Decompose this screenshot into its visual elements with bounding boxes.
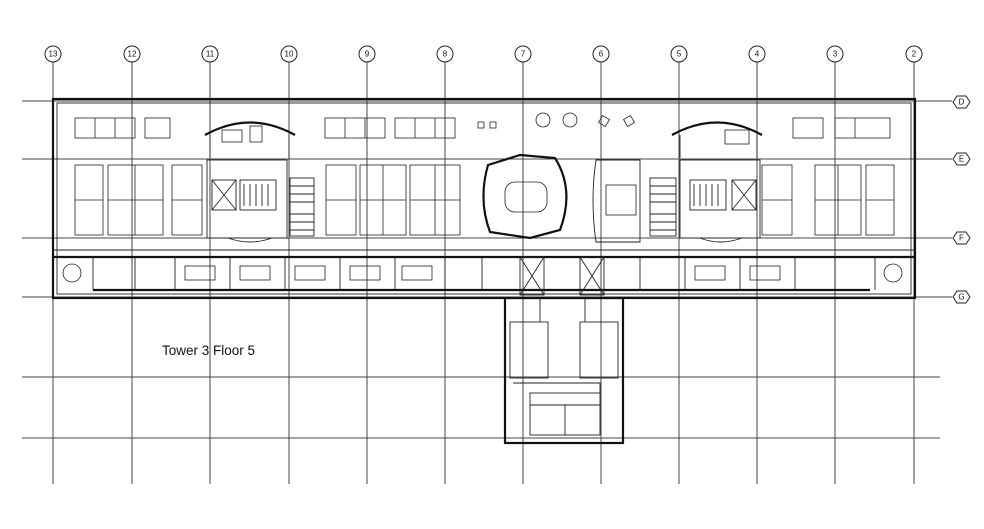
grid-bubble-11: 11 [201, 45, 219, 63]
grid-bubble-2: 2 [905, 45, 923, 63]
grid-label-E: E [959, 155, 964, 164]
row-grid: D E F G [22, 95, 971, 439]
grid-label-8: 8 [443, 50, 448, 59]
grid-bubble-G: G [952, 290, 971, 304]
grid-bubble-8: 8 [436, 45, 454, 63]
core-right [649, 159, 761, 243]
grid-bubble-13: 13 [44, 45, 62, 63]
grid-bubble-10: 10 [280, 45, 298, 63]
conference-rooms [204, 121, 763, 243]
grid-bubble-7: 7 [514, 45, 532, 63]
grid-bubble-6: 6 [592, 45, 610, 63]
grid-bubble-12: 12 [123, 45, 141, 63]
lounge-seating [477, 112, 636, 129]
grid-label-F: F [959, 234, 964, 243]
core-left [206, 159, 315, 243]
grid-label-5: 5 [677, 50, 682, 59]
grid-bubble-4: 4 [748, 45, 766, 63]
workstations [74, 117, 895, 236]
grid-label-4: 4 [755, 50, 760, 59]
grid-bubble-3: 3 [826, 45, 844, 63]
building-shell [51, 97, 917, 445]
grid-label-12: 12 [128, 50, 137, 59]
grid-label-7: 7 [521, 50, 526, 59]
grid-label-11: 11 [206, 50, 215, 59]
grid-label-D: D [959, 98, 965, 107]
grid-bubble-E: E [952, 152, 971, 166]
grid-label-G: G [958, 293, 964, 302]
grid-label-3: 3 [833, 50, 838, 59]
grid-bubble-F: F [952, 231, 971, 245]
column-grid: 13 12 11 10 9 8 7 6 5 4 3 2 [44, 45, 923, 484]
drawing-title: Tower 3 Floor 5 [162, 343, 255, 358]
grid-label-9: 9 [365, 50, 370, 59]
grid-bubble-5: 5 [670, 45, 688, 63]
grid-bubble-D: D [952, 95, 971, 109]
grid-label-10: 10 [285, 50, 294, 59]
grid-label-2: 2 [912, 50, 917, 59]
grid-label-6: 6 [599, 50, 604, 59]
grid-bubble-9: 9 [358, 45, 376, 63]
perimeter-offices [62, 256, 903, 296]
grid-label-13: 13 [49, 50, 58, 59]
